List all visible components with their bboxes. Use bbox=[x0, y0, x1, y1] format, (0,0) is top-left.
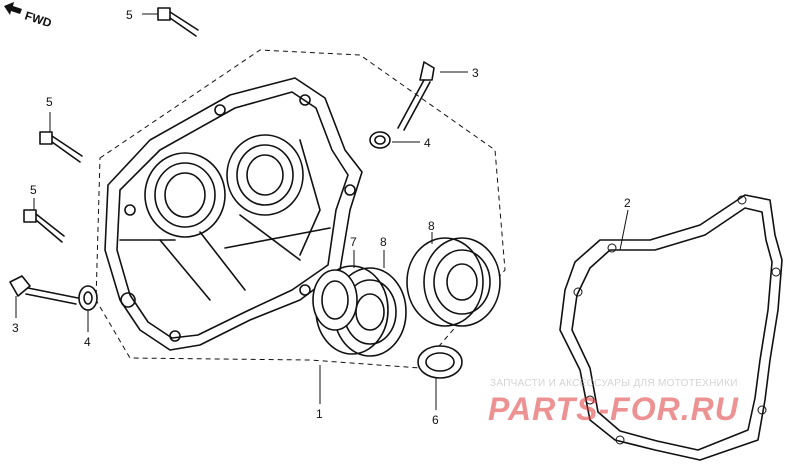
callout-labels: 1 2 3 3 4 4 5 5 5 6 7 8 8 bbox=[12, 8, 631, 427]
washer-right bbox=[369, 131, 391, 149]
leader-lines bbox=[15, 13, 629, 410]
seal-ring-6 bbox=[417, 345, 463, 379]
callout-3-left: 3 bbox=[12, 321, 19, 335]
callout-4-left: 4 bbox=[84, 335, 91, 349]
watermark-caption: ЗАПЧАСТИ И АКСЕССУАРЫ ДЛЯ МОТОТЕХНИКИ bbox=[490, 378, 738, 389]
callout-8-left: 8 bbox=[380, 235, 387, 249]
bolt-top bbox=[157, 7, 199, 37]
watermark: ЗАПЧАСТИ И АКСЕССУАРЫ ДЛЯ МОТОТЕХНИКИ PA… bbox=[488, 378, 739, 427]
bearing-right bbox=[406, 237, 501, 327]
callout-8-right: 8 bbox=[428, 219, 435, 233]
callout-4-right: 4 bbox=[424, 136, 431, 150]
callout-6: 6 bbox=[432, 413, 439, 427]
fwd-arrow-icon bbox=[4, 2, 22, 15]
dipstick-right bbox=[397, 61, 435, 131]
callout-7: 7 bbox=[350, 235, 357, 249]
bolt-mid bbox=[39, 131, 83, 163]
bolt-low bbox=[23, 209, 65, 243]
callout-5-mid: 5 bbox=[46, 95, 53, 109]
crankcase-cover bbox=[104, 77, 363, 351]
callout-5-low: 5 bbox=[30, 183, 37, 197]
gasket bbox=[559, 194, 783, 461]
watermark-brand: PARTS-FOR.RU bbox=[488, 391, 739, 427]
callout-2: 2 bbox=[624, 196, 631, 210]
fwd-direction-indicator: FWD bbox=[4, 2, 54, 30]
callout-1: 1 bbox=[316, 407, 323, 421]
oil-seal bbox=[312, 269, 358, 331]
callout-5-top: 5 bbox=[126, 8, 133, 22]
washer-left bbox=[78, 285, 98, 311]
dipstick-left bbox=[9, 275, 79, 305]
fwd-label: FWD bbox=[23, 9, 54, 31]
callout-3-right: 3 bbox=[472, 66, 479, 80]
